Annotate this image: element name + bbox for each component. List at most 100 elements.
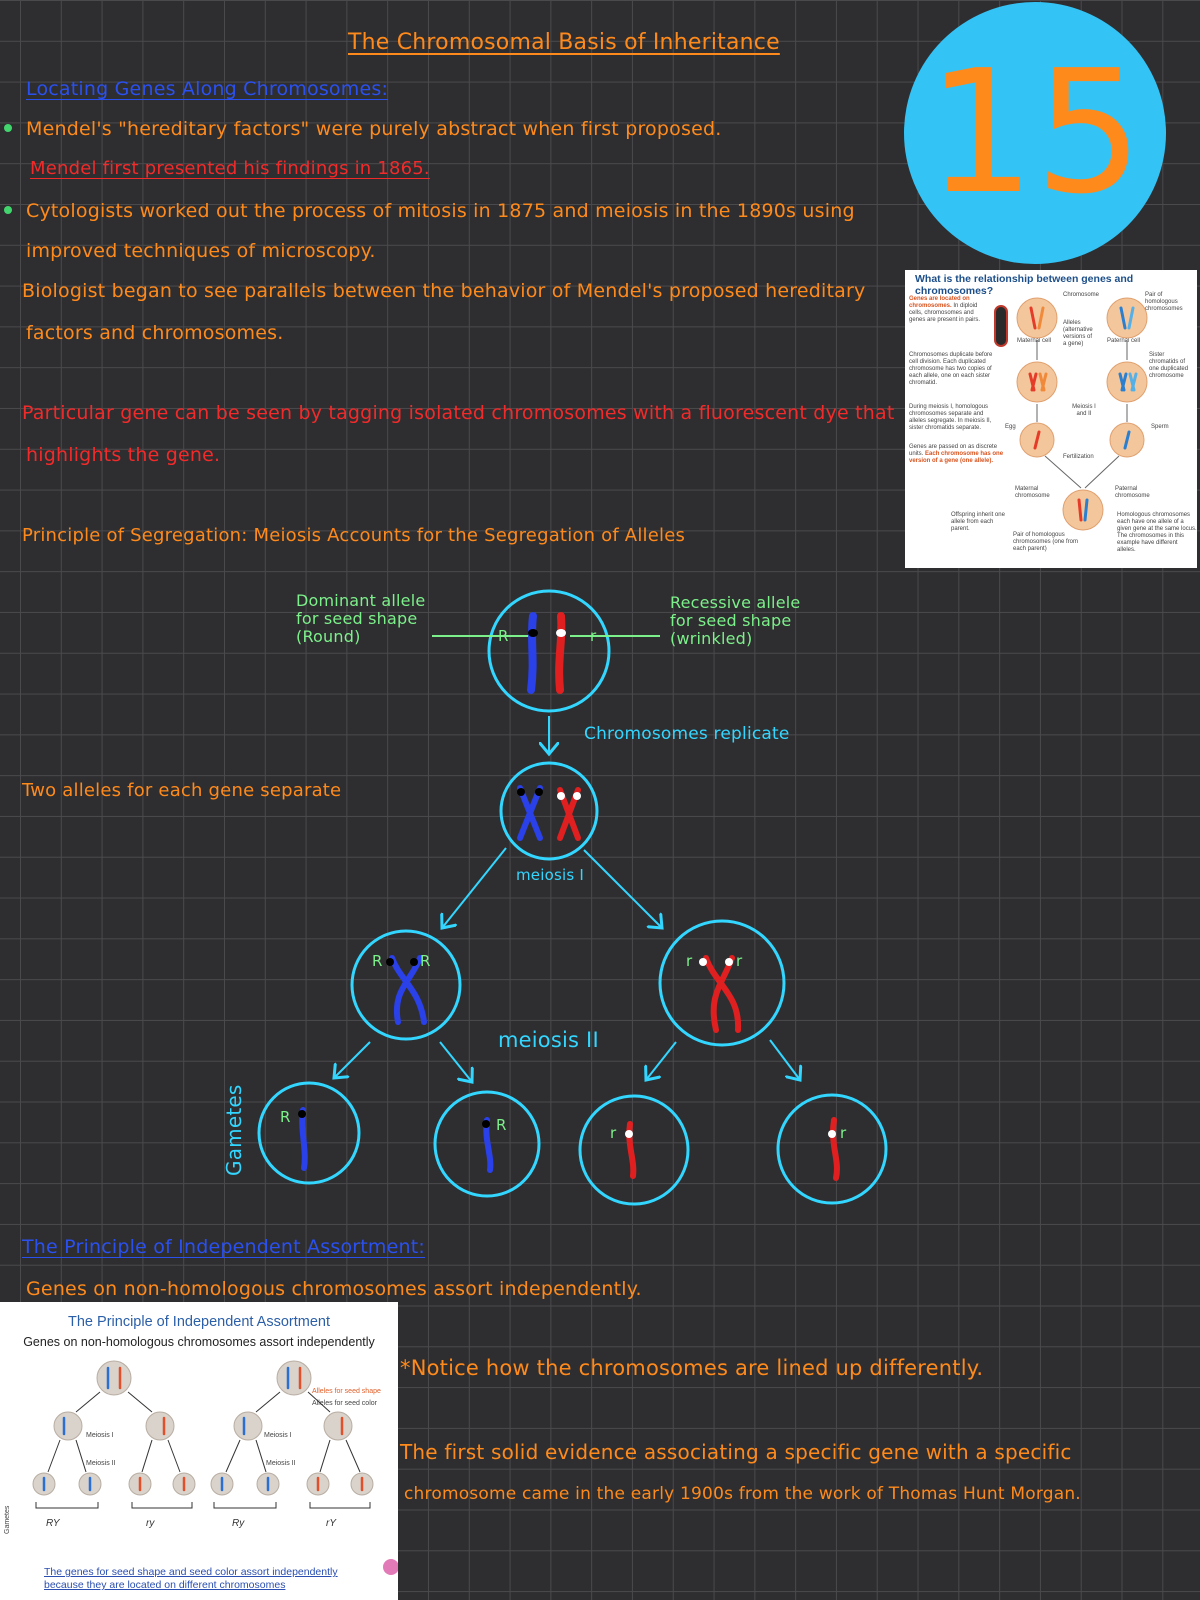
arrow-g4	[769, 1039, 800, 1080]
pink-dot-icon	[383, 1559, 398, 1575]
figure1-discrete-a: Genes are passed on as discrete units.	[909, 444, 998, 457]
figure1-fertilization: Fertilization	[1063, 454, 1094, 460]
allele-r-label: r	[590, 627, 597, 645]
allele-R-g1: R	[280, 1108, 290, 1126]
figure1-title: What is the relationship between genes a…	[915, 273, 1134, 297]
figure2-meiosis-i-right: Meiosis I	[264, 1432, 292, 1439]
chromosome-blue	[527, 612, 537, 694]
figure1-meiosis: During meiosis I, homologous chromosomes…	[909, 404, 992, 431]
figure1-sperm: Sperm	[1151, 424, 1169, 430]
bullet-mendel-factors: Mendel's "hereditary factors" were purel…	[26, 118, 722, 140]
arrow-g1	[334, 1041, 371, 1078]
replicated-blue	[517, 785, 543, 841]
figure1-pair-homologous: Pair of homologous chromosomes	[1145, 292, 1183, 312]
figure2-caption-line2: because they are located on different ch…	[44, 1579, 286, 1591]
figure-genes-chromosomes: What is the relationship between genes a…	[905, 270, 1197, 568]
figure2-caption: The genes for seed shape and seed color …	[44, 1566, 338, 1592]
figure-independent-assortment: The Principle of Independent Assortment …	[0, 1302, 398, 1600]
replicated-cell	[499, 761, 599, 861]
figure2-gamete-1: RY	[46, 1518, 60, 1529]
figure1-paternal-cell: Paternal cell	[1107, 338, 1141, 344]
figure1-egg: Egg	[1005, 424, 1016, 430]
parent-cell	[487, 589, 611, 713]
figure1-homologous-note: Homologous chromosomes each have one all…	[1117, 512, 1197, 553]
dominant-label-line1: Dominant allele	[296, 591, 426, 610]
figure2-gamete-3: Ry	[232, 1518, 245, 1529]
biologists-parallels-line2: factors and chromosomes.	[26, 322, 284, 344]
bullet-cytologists-line2: improved techniques of microscopy.	[26, 240, 376, 262]
figure2-subtitle: Genes on non-homologous chromosomes asso…	[23, 1335, 375, 1349]
meiosis1-cell-right	[658, 919, 786, 1047]
allele-r-g4: r	[840, 1124, 847, 1142]
evidence-line2: chromosome came in the early 1900s from …	[404, 1484, 1081, 1504]
arrow-g3	[646, 1041, 677, 1080]
independent-heading: The Principle of Independent Assortment:	[22, 1236, 426, 1258]
chromosome-red	[555, 612, 566, 694]
meiosis1-cell-left	[350, 929, 462, 1041]
arrow-meiosis1-right	[583, 849, 662, 928]
gamete-cell-4	[776, 1093, 888, 1205]
recessive-allele-label: Recessive allele for seed shape (wrinkle…	[670, 594, 800, 648]
figure2-meiosis-ii-right: Meiosis II	[266, 1460, 296, 1467]
bullet-dot	[4, 124, 12, 132]
allele-r-g3: r	[610, 1124, 617, 1142]
segregation-heading: Principle of Segregation: Meiosis Accoun…	[22, 525, 686, 546]
figure1-genes-located: Genes are located on chromosomes. In dip…	[909, 296, 991, 324]
figure2-gamete-4: rY	[326, 1518, 336, 1529]
arrow-meiosis1-left	[442, 847, 507, 928]
evidence-line1: The first solid evidence associating a s…	[400, 1440, 1072, 1464]
figure1-pair-note: Pair of homologous chromosomes (one from…	[1013, 532, 1079, 552]
centromere-red	[556, 629, 566, 637]
gamete-cell-2	[433, 1090, 541, 1198]
figure1-discrete-b: Each chromosome has one version of a gen…	[909, 451, 1004, 464]
independent-line: Genes on non-homologous chromosomes asso…	[26, 1278, 642, 1300]
figure1-offspring: Offspring inherit one allele from each p…	[951, 512, 1005, 532]
allele-R-left1: R	[372, 952, 382, 970]
figure1-duplicate: Chromosomes duplicate before cell divisi…	[909, 352, 993, 386]
bullet-cytologists-line1: Cytologists worked out the process of mi…	[26, 200, 855, 222]
figure1-chromosome: Chromosome	[1063, 292, 1100, 298]
replicate-label: Chromosomes replicate	[584, 724, 790, 744]
separate-label: Two alleles for each gene separate	[22, 780, 342, 801]
figure2-alleles-shape: Alleles for seed shape	[312, 1388, 381, 1395]
allele-R-g2: R	[496, 1116, 506, 1134]
figure1-meiosis-12: Meiosis I and II	[1072, 404, 1096, 417]
dominant-label-line2: for seed shape	[296, 609, 418, 628]
fluorescent-dye-line2: highlights the gene.	[26, 444, 221, 466]
dominant-label-line3: (Round)	[296, 627, 361, 646]
figure1-illustration	[994, 297, 1148, 531]
figure1-alleles: Alleles (alternative versions of a gene)	[1063, 320, 1093, 347]
figure2-gamete-2: ry	[146, 1518, 155, 1529]
chapter-badge: 15	[904, 2, 1166, 264]
figure2-alleles-color: Alleles for seed color	[312, 1400, 377, 1407]
figure2-title: The Principle of Independent Assortment	[68, 1314, 330, 1330]
figure1-genes-located-rest: In diploid cells, chromosomes and genes …	[909, 303, 981, 323]
centromere-blue	[528, 629, 538, 637]
chapter-number: 15	[926, 34, 1144, 232]
section-heading-locating-genes: Locating Genes Along Chromosomes:	[26, 78, 389, 100]
note-mendel-1865: Mendel first presented his findings in 1…	[30, 158, 430, 179]
recessive-label-line3: (wrinkled)	[670, 629, 753, 648]
gamete-cell-1	[257, 1081, 361, 1185]
bullet-dot	[4, 206, 12, 214]
recessive-label-line2: for seed shape	[670, 611, 792, 630]
figure1-discrete: Genes are passed on as discrete units. E…	[909, 444, 1007, 465]
allele-r-right2: r	[736, 952, 743, 970]
notice-text: *Notice how the chromosomes are lined up…	[400, 1356, 984, 1380]
figure1-maternal-cell: Maternal cell	[1017, 338, 1052, 344]
figure1-genes-located-bold: Genes are located on chromosomes.	[909, 296, 970, 309]
allele-R-label: R	[498, 627, 508, 645]
allele-R-left2: R	[420, 952, 430, 970]
page-title: The Chromosomal Basis of Inheritance	[348, 30, 780, 55]
figure2-meiosis-ii-left: Meiosis II	[86, 1460, 116, 1467]
fluorescent-dye-line1: Particular gene can be seen by tagging i…	[22, 402, 895, 424]
figure2-caption-line1: The genes for seed shape and seed color …	[44, 1566, 338, 1578]
dominant-allele-label: Dominant allele for seed shape (Round)	[296, 592, 425, 646]
figure2-illustration	[32, 1360, 398, 1575]
allele-r-right1: r	[686, 952, 693, 970]
figure1-paternal-chromosome: Paternal chromosome	[1115, 486, 1150, 499]
figure1-maternal-chromosome: Maternal chromosome	[1015, 486, 1050, 499]
meiosis-1-label: meiosis I	[516, 866, 584, 884]
biologists-parallels-line1: Biologist began to see parallels between…	[22, 280, 866, 302]
